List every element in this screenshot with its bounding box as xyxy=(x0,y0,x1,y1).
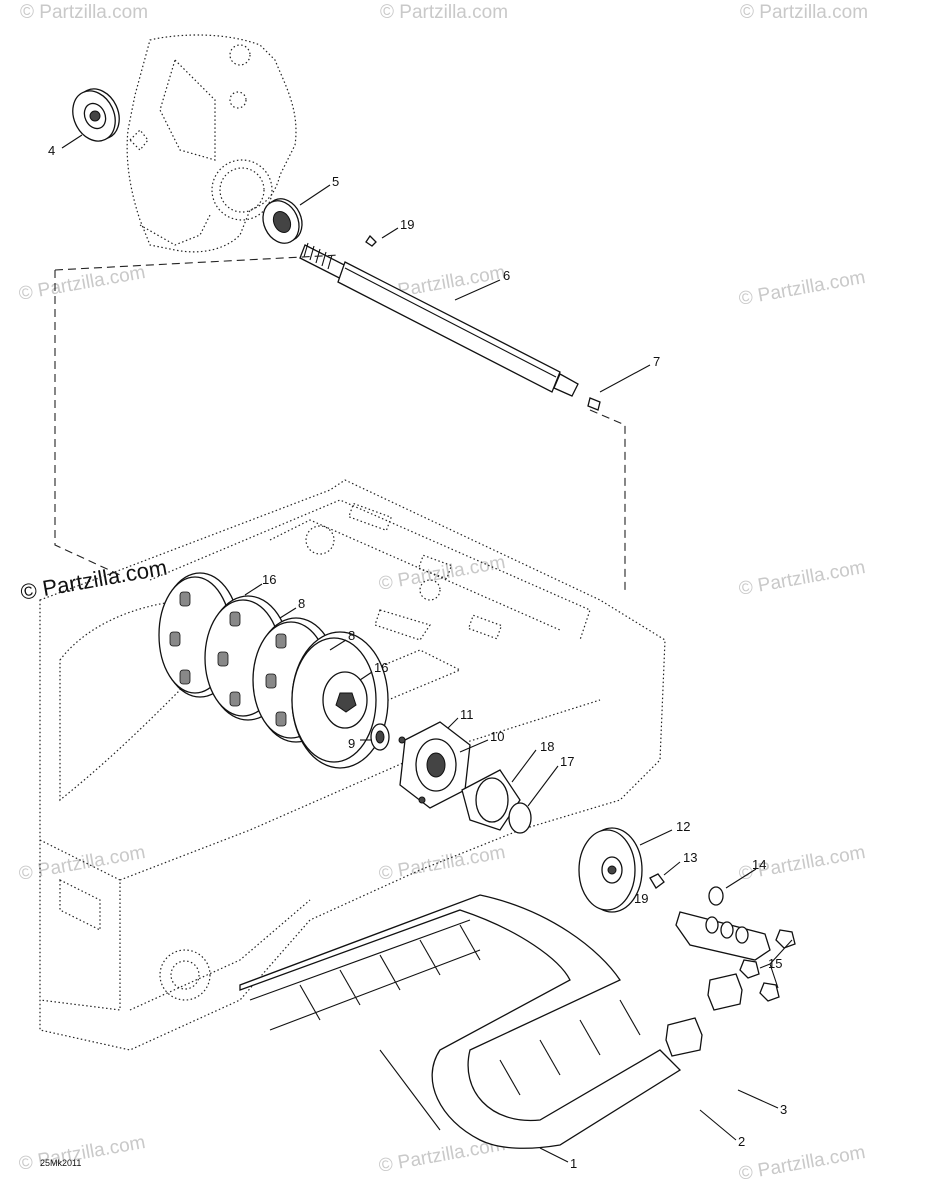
watermark: © Partzilla.com xyxy=(737,1142,867,1185)
drive-axle xyxy=(299,242,579,397)
gearbox-housing xyxy=(126,34,297,253)
fastener-set xyxy=(649,873,796,1002)
callout-14: 14 xyxy=(752,857,766,872)
watermark: © Partzilla.com xyxy=(740,2,868,23)
callout-5: 5 xyxy=(332,174,339,189)
watermark: © Partzilla.com xyxy=(380,2,508,23)
callout-13: 13 xyxy=(683,850,697,865)
callout-7: 7 xyxy=(653,354,660,369)
callout-17: 17 xyxy=(560,754,574,769)
callout-18: 18 xyxy=(540,739,554,754)
watermark: © Partzilla.com xyxy=(377,552,507,595)
callout-16: 16 xyxy=(262,572,276,587)
callout-3: 3 xyxy=(780,1102,787,1117)
watermark: © Partzilla.com xyxy=(737,557,867,600)
watermark: © Partzilla.com xyxy=(17,842,147,885)
callout-4: 4 xyxy=(48,143,55,158)
callout-11: 11 xyxy=(460,707,474,722)
callout-12: 12 xyxy=(676,819,690,834)
washer-hole xyxy=(375,730,385,744)
callout-19: 19 xyxy=(634,891,648,906)
track xyxy=(239,894,682,1149)
callout-1: 1 xyxy=(570,1156,577,1171)
leader-lines xyxy=(61,134,793,1163)
assembly-line xyxy=(54,254,626,590)
chassis-frame xyxy=(39,479,666,1051)
watermark: © Partzilla.com xyxy=(17,1132,147,1175)
seal xyxy=(262,198,303,244)
callout-10: 10 xyxy=(490,729,504,744)
slider-shoes xyxy=(665,973,743,1057)
watermark: © Partzilla.com xyxy=(20,2,148,23)
watermark: © Partzilla.com xyxy=(737,267,867,310)
callout-16: 16 xyxy=(374,660,388,675)
callout-8: 8 xyxy=(348,628,355,643)
idler-wheel xyxy=(578,827,643,913)
callout-6: 6 xyxy=(503,268,510,283)
callout-labels: 4 5 19 6 7 16 8 8 16 9 11 10 18 17 12 13… xyxy=(48,143,787,1171)
watermark: © Partzilla.com xyxy=(377,842,507,885)
callout-15: 15 xyxy=(768,956,782,971)
callout-9: 9 xyxy=(348,736,355,751)
drawing-code: 25Mk2011 xyxy=(40,1158,81,1168)
bearing xyxy=(72,88,120,142)
bearing-housing xyxy=(398,721,521,831)
callout-19: 19 xyxy=(400,217,414,232)
sprocket-assembly xyxy=(158,572,389,769)
callout-2: 2 xyxy=(738,1134,745,1149)
grease-fitting xyxy=(365,234,601,411)
watermarks: © Partzilla.com © Partzilla.com © Partzi… xyxy=(17,2,868,1185)
o-ring xyxy=(508,802,532,834)
callout-8: 8 xyxy=(298,596,305,611)
